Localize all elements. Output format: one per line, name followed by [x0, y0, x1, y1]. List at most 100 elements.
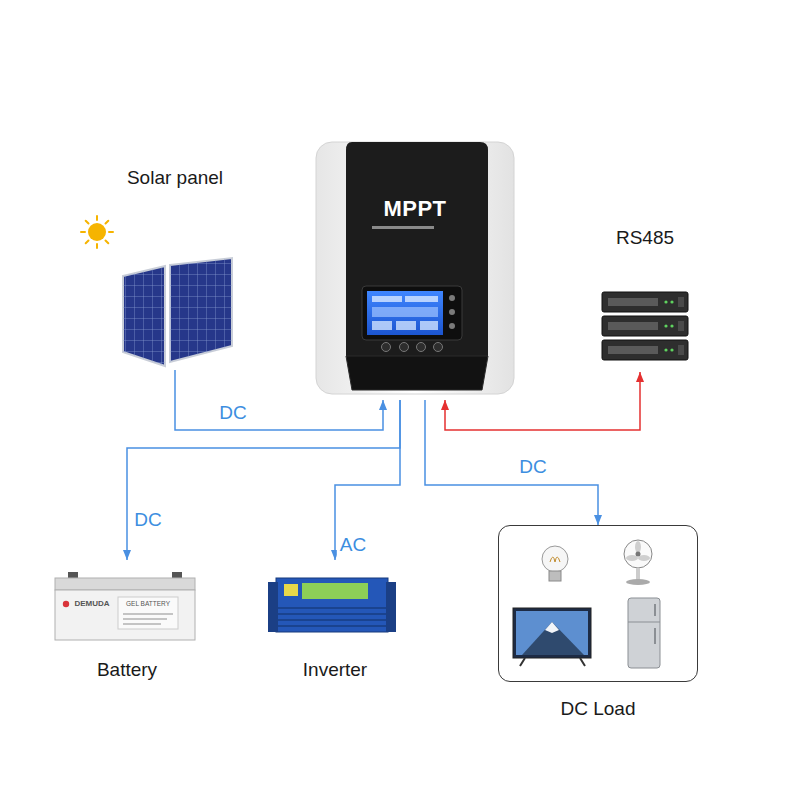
- sun-icon: [81, 216, 113, 248]
- rs485-device-picture: [602, 292, 688, 360]
- power-line: [127, 400, 400, 560]
- node-label: Battery: [97, 659, 157, 681]
- fan-hub: [636, 552, 641, 557]
- edge-label: DC: [216, 402, 249, 424]
- node-label: Solar panel: [127, 167, 223, 189]
- sun-disc: [88, 223, 106, 241]
- device-unit: [602, 340, 688, 360]
- controller-picture: [316, 142, 514, 394]
- port-row: [608, 298, 658, 306]
- led: [664, 300, 667, 303]
- inverter-panel: [302, 583, 368, 599]
- lcd-segment: [372, 307, 438, 317]
- label-anchor: DC: [516, 456, 549, 478]
- device-unit: [602, 292, 688, 312]
- device-group: Solar panel: [100, 160, 250, 370]
- lcd-segment: [405, 296, 438, 302]
- node-label: RS485: [616, 227, 674, 249]
- inverter-body: [276, 578, 388, 632]
- label-anchor: GEL BATTERY: [126, 600, 170, 607]
- inverter-endcap: [268, 582, 278, 632]
- lcd-segment: [372, 321, 392, 330]
- load-box: DC Load: [498, 525, 698, 682]
- battery-plate: [118, 597, 178, 629]
- inverter-picture: [268, 578, 396, 632]
- device-group: RS485: [588, 222, 702, 372]
- fan-base: [626, 579, 650, 585]
- cooling-fins: [278, 608, 386, 626]
- solar-cells: [170, 258, 232, 362]
- battery-picture: [55, 572, 195, 640]
- node-label: DC Load: [561, 698, 636, 720]
- controller-front: [346, 142, 488, 356]
- edge-label: DC: [516, 456, 549, 478]
- device-port: [678, 345, 684, 355]
- controller-shell: [316, 142, 514, 394]
- label-anchor: DC: [131, 509, 164, 531]
- node-label: Inverter: [303, 659, 367, 681]
- fridge-body: [628, 598, 660, 668]
- solar-panel-picture: [123, 258, 232, 366]
- tv-mountain: [522, 622, 584, 655]
- button: [400, 343, 409, 352]
- plate-line: [123, 618, 167, 620]
- inverter-badge: [284, 584, 298, 596]
- tv-stand: [520, 658, 585, 666]
- solar-cells: [123, 266, 165, 366]
- edge-label: AC: [337, 534, 369, 556]
- fan-blade: [635, 541, 641, 553]
- controller-lip: [346, 356, 488, 390]
- bulb-filament: [550, 557, 560, 562]
- bulb-base: [549, 571, 561, 581]
- power-line: [425, 400, 598, 525]
- brand-mark: [63, 601, 69, 607]
- fridge-handle: [654, 628, 656, 644]
- label-anchor: AC: [337, 534, 369, 556]
- controller-unit: MPPT: [315, 140, 515, 400]
- label-anchor: DC: [216, 402, 249, 424]
- button: [382, 343, 391, 352]
- solar-module: [170, 258, 232, 362]
- lcd-screen: [367, 291, 443, 335]
- battery-body: [55, 590, 195, 640]
- solar-module: [123, 266, 165, 366]
- fan-stem: [636, 568, 640, 580]
- fan-blade: [638, 555, 650, 561]
- brand-logo: MPPT: [383, 198, 446, 220]
- power-line: [335, 400, 400, 560]
- device-group: Battery: [50, 560, 204, 687]
- led: [670, 324, 673, 327]
- status-icon: [449, 295, 455, 301]
- fan-blade: [626, 555, 638, 561]
- edge-label: DC: [131, 509, 164, 531]
- lcd-segment: [396, 321, 416, 330]
- tv-snowcap: [545, 622, 559, 633]
- lcd-bezel: [362, 286, 462, 340]
- led: [670, 348, 673, 351]
- data-link: [445, 372, 640, 430]
- status-icon: [449, 323, 455, 329]
- fridge-handle: [654, 604, 656, 616]
- product-marking: GEL BATTERY: [126, 600, 170, 607]
- button: [417, 343, 426, 352]
- led: [670, 300, 673, 303]
- fridge-split: [628, 622, 660, 623]
- inverter-endcap: [386, 582, 396, 632]
- logo-subline: [372, 226, 434, 229]
- tv-screen: [516, 611, 588, 655]
- plate-line: [123, 623, 161, 625]
- lcd-segment: [372, 296, 402, 302]
- tv-frame: [513, 608, 591, 658]
- battery-lid: [55, 578, 195, 590]
- power-line: [175, 370, 383, 430]
- device-port: [678, 297, 684, 307]
- plate-line: [123, 613, 173, 615]
- load-pictures: [513, 540, 660, 668]
- port-row: [608, 322, 658, 330]
- button: [434, 343, 443, 352]
- sun-rays: [81, 216, 113, 248]
- led: [664, 348, 667, 351]
- bulb-glass: [542, 546, 568, 572]
